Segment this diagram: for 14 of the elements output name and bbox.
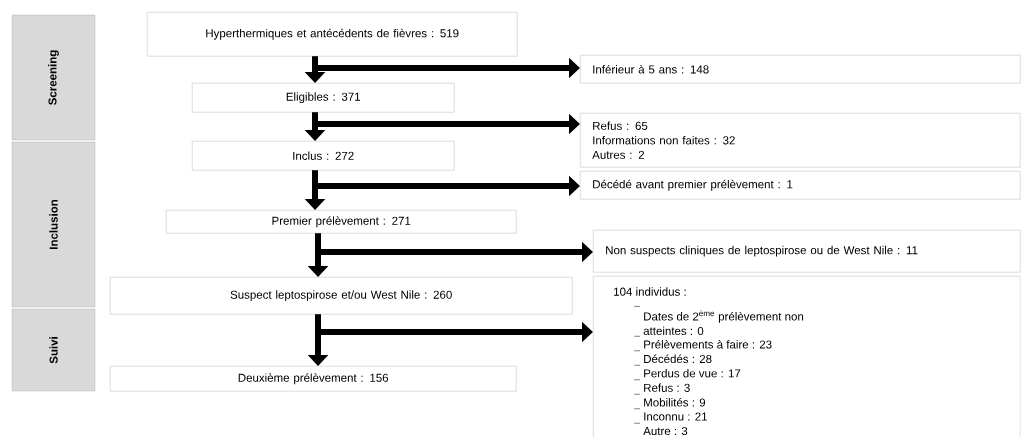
flow-box: Suspect leptospirose et/ou West Nile : 260 — [110, 277, 573, 315]
flow-box: Inclus : 272 — [192, 141, 455, 171]
flow-box: Deuxième prélèvement : 156 — [110, 366, 517, 392]
phase-band: Suivi — [11, 308, 96, 392]
exclusion-box: Refus : 65 Informations non faites : 32 Autres : 2 — [580, 113, 1021, 168]
flow-box: Eligibles : 371 — [192, 83, 455, 113]
flow-box: Premier prélèvement : 271 — [166, 210, 517, 234]
exclusion-box: Non suspects cliniques de leptospirose ou de West Nile : 11 — [593, 230, 1021, 273]
phase-band: Inclusion — [11, 141, 96, 308]
exclusion-box: Décédé avant premier prélèvement : 1 — [580, 171, 1021, 200]
phase-band: Screening — [11, 14, 96, 141]
exclusion-box: 104 individus : Dates de 2$^{ème}$ prélèvement non atteintes : 0 Prélèvements à faire : 23 Décédés : 28 Perdus de vue : 17 Refus : 3 Mobilités : 9 Inconnu : 21 Autre : 3 — [593, 276, 1021, 437]
flow-box: Hyperthermiques et antécédents de fièvres : 519 — [147, 12, 518, 57]
exclusion-box: Inférieur à 5 ans : 148 — [580, 55, 1021, 84]
